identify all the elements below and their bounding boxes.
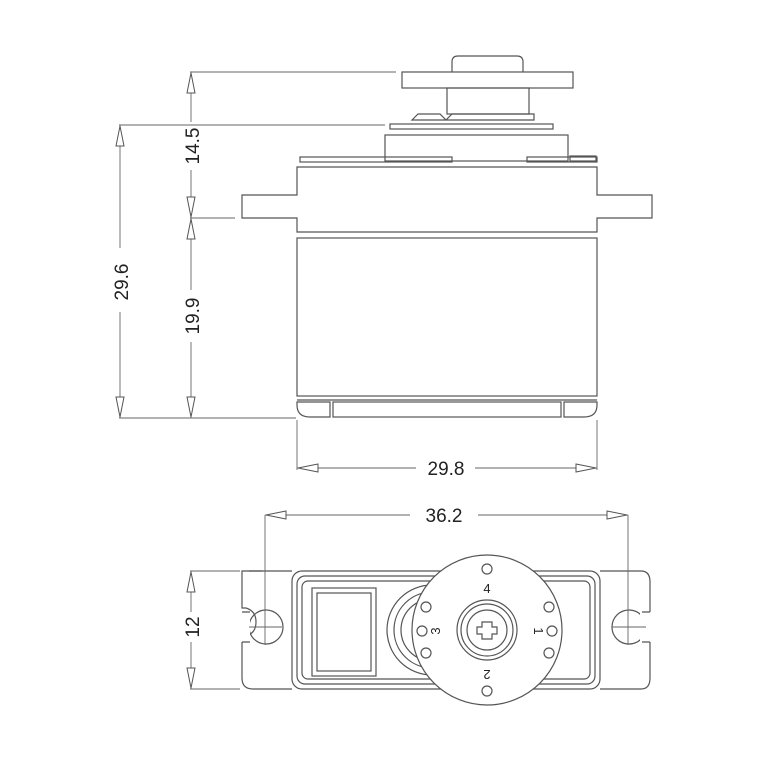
dim-overall-height: 29.6 [112, 264, 133, 301]
top-view: 4 1 2 3 [240, 554, 652, 706]
mount-ear-right [600, 570, 651, 690]
dim-body-width: 29.8 [428, 459, 465, 480]
horn-hub-mid [460, 603, 514, 657]
gear-housing-top [384, 134, 569, 162]
horn-plate [401, 71, 574, 89]
horn-screw [466, 609, 508, 651]
phillips-cross-icon [476, 621, 498, 640]
dim-body-depth: 12 [183, 616, 204, 637]
case-strip-left [299, 156, 453, 163]
output-spline-cap [451, 55, 524, 72]
bottom-cover [332, 401, 562, 418]
top-dimensions: 36.2 12 [183, 506, 629, 690]
horn-label-4: 4 [483, 581, 490, 596]
horn-hub [446, 87, 530, 115]
case-strip-right [526, 156, 598, 163]
upper-case-with-ears [241, 166, 653, 233]
top-collar [389, 123, 554, 130]
horn-label-3: 3 [428, 627, 443, 634]
dim-mount-hole-spacing: 36.2 [426, 506, 463, 527]
bottom-foot-left [296, 401, 331, 418]
dim-top-section-height: 14.5 [183, 128, 204, 165]
horn-label-1: 1 [531, 627, 546, 634]
dim-body-height: 19.9 [183, 298, 204, 335]
horn-disc [411, 554, 563, 706]
bottom-foot-right [563, 401, 598, 418]
label-frame [311, 587, 377, 677]
main-body [296, 237, 598, 397]
horn-base [410, 113, 535, 121]
horn-label-2: 2 [483, 667, 490, 682]
mount-ear-left [241, 570, 292, 690]
horn-hub-outer [456, 599, 518, 661]
side-view [241, 55, 653, 418]
side-dimensions: 29.6 14.5 19.9 29.8 [112, 71, 598, 480]
case-tab-right [569, 155, 597, 162]
horn-holes [416, 563, 558, 697]
label-window [316, 592, 372, 672]
